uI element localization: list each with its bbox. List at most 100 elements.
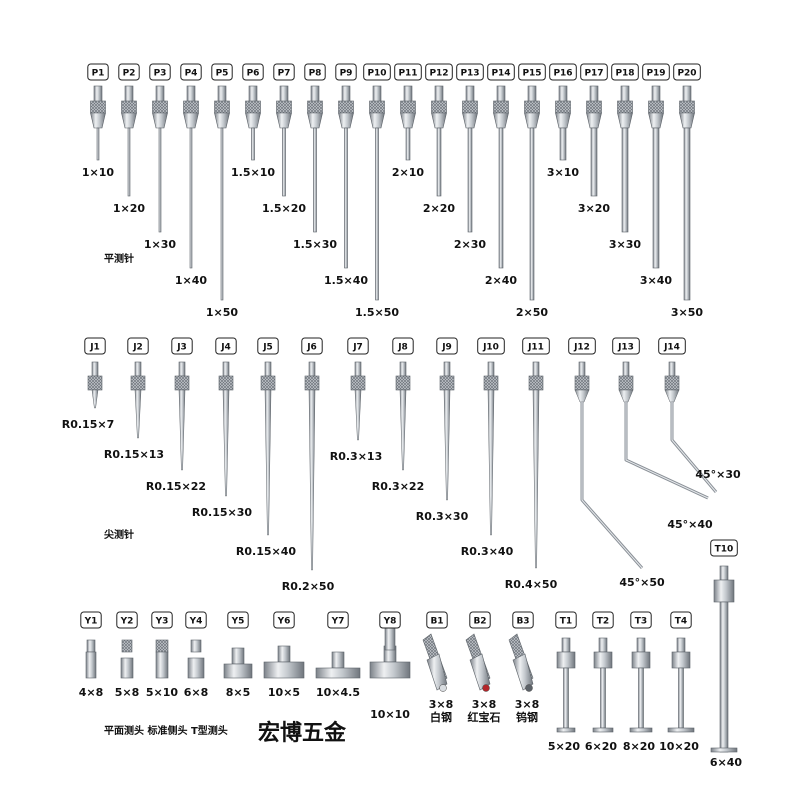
probe-p12-size: 2×20 [423, 202, 456, 215]
probe-p19-badge-text: P19 [646, 69, 665, 79]
probe-p10-drawing [369, 85, 385, 301]
probe-j6-badge [301, 337, 323, 355]
probe-p17-badge [580, 63, 608, 81]
head-b1-material: 白钢 [430, 710, 452, 724]
probe-p18-size: 3×30 [609, 238, 642, 251]
probe-p6-size: 1.5×10 [231, 166, 275, 179]
head-b3-size: 3×8 [515, 698, 540, 711]
probe-j2-drawing [130, 361, 146, 439]
probe-p12-badge [425, 63, 453, 81]
probe-p15-size: 2×50 [516, 306, 549, 319]
probe-p19-badge [642, 63, 670, 81]
probe-j1-size: R0.15×7 [62, 418, 114, 431]
probe-j3-badge [171, 337, 193, 355]
head-y2-badge [116, 611, 138, 629]
head-y2-drawing [120, 639, 134, 679]
probe-j12-badge-text: J12 [573, 343, 590, 353]
probe-j5-drawing [260, 361, 276, 536]
probe-j9-drawing [439, 361, 455, 501]
head-t4-size: 10×20 [659, 740, 699, 753]
probe-p8-drawing [307, 85, 323, 233]
probe-p17-size: 3×20 [578, 202, 611, 215]
probe-j5-badge [257, 337, 279, 355]
probe-j12-badge [568, 337, 596, 355]
probe-p4-size: 1×40 [175, 274, 208, 287]
probe-j1-badge [84, 337, 106, 355]
probe-p2-drawing [121, 85, 137, 197]
head-y3-drawing [155, 639, 169, 679]
probe-p9-badge-text: P9 [340, 69, 353, 79]
probe-j3-badge-text: J3 [176, 343, 187, 353]
probe-p15-drawing [524, 85, 540, 301]
probe-p11-badge-text: P11 [398, 69, 417, 79]
probe-j2-badge [127, 337, 149, 355]
head-b1-size: 3×8 [429, 698, 454, 711]
probe-p4-drawing [183, 85, 199, 269]
head-y1-badge [80, 611, 102, 629]
head-b3-material: 钨钢 [516, 710, 538, 724]
probe-j10-size: R0.3×40 [461, 545, 514, 558]
head-t4-drawing [667, 637, 695, 733]
head-y5-size: 8×5 [226, 686, 251, 699]
head-y4-size: 6×8 [184, 686, 209, 699]
probe-j5-badge-text: J5 [262, 343, 273, 353]
head-t10-drawing [710, 565, 738, 753]
probe-p12-drawing [431, 85, 447, 197]
probe-j8-size: R0.3×22 [372, 480, 424, 493]
head-b3-drawing [508, 633, 534, 692]
probe-p14-drawing [493, 85, 509, 269]
head-b3-badge [512, 611, 534, 629]
probe-j10-badge [477, 337, 505, 355]
probe-j10-drawing [483, 361, 499, 536]
head-t3-size: 8×20 [623, 740, 656, 753]
head-t3-drawing [629, 637, 653, 733]
probe-p12-badge-text: P12 [429, 69, 448, 79]
probe-j13-badge [612, 337, 640, 355]
probe-p13-badge [456, 63, 484, 81]
head-t4-badge [670, 611, 692, 629]
probe-p19-drawing [648, 85, 664, 269]
probe-p18-badge-text: P18 [615, 69, 634, 79]
probe-j9-badge [436, 337, 458, 355]
probe-j13-drawing [618, 361, 709, 500]
probe-p14-badge-text: P14 [491, 69, 510, 79]
probe-j2-badge-text: J2 [132, 343, 143, 353]
probe-j7-size: R0.3×13 [330, 450, 382, 463]
head-b1-drawing [422, 633, 448, 692]
probe-p5-badge-text: P5 [216, 69, 229, 79]
probe-j6-badge-text: J6 [306, 343, 317, 353]
probe-j14-size: 45°×30 [695, 468, 741, 481]
head-t2-drawing [592, 637, 614, 733]
head-y7-drawing [315, 651, 361, 679]
probe-p9-drawing [338, 85, 354, 269]
probe-p5-drawing [214, 85, 230, 301]
probe-p8-badge [304, 63, 326, 81]
probe-p3-drawing [152, 85, 168, 233]
probe-p7-badge [273, 63, 295, 81]
probe-j3-size: R0.15×22 [146, 480, 206, 493]
probe-p1-badge [87, 63, 109, 81]
head-t3-badge [630, 611, 652, 629]
probe-j8-drawing [395, 361, 411, 471]
probe-p11-badge [394, 63, 422, 81]
head-t1-badge [555, 611, 577, 629]
probe-j14-drawing [664, 361, 718, 493]
probe-j10-badge-text: J10 [482, 343, 499, 353]
head-y1-badge-text: Y1 [84, 617, 98, 627]
probe-j3-drawing [174, 361, 190, 471]
probe-j13-size: 45°×40 [667, 518, 713, 531]
section-title-sharp-probes: 尖测针 [104, 528, 134, 541]
head-y6-drawing [263, 645, 305, 679]
probe-j4-badge [215, 337, 237, 355]
section-title-flat-probes: 平测针 [104, 252, 134, 265]
head-y2-size: 5×8 [115, 686, 140, 699]
probe-p3-size: 1×30 [144, 238, 177, 251]
head-t4-badge-text: T4 [675, 617, 687, 627]
probe-p7-size: 1.5×20 [262, 202, 306, 215]
probe-p3-badge-text: P3 [154, 69, 167, 79]
probe-p13-badge-text: P13 [460, 69, 479, 79]
probe-j4-size: R0.15×30 [192, 506, 252, 519]
head-y5-badge [227, 611, 249, 629]
head-y3-badge [151, 611, 173, 629]
head-y6-badge [273, 611, 295, 629]
